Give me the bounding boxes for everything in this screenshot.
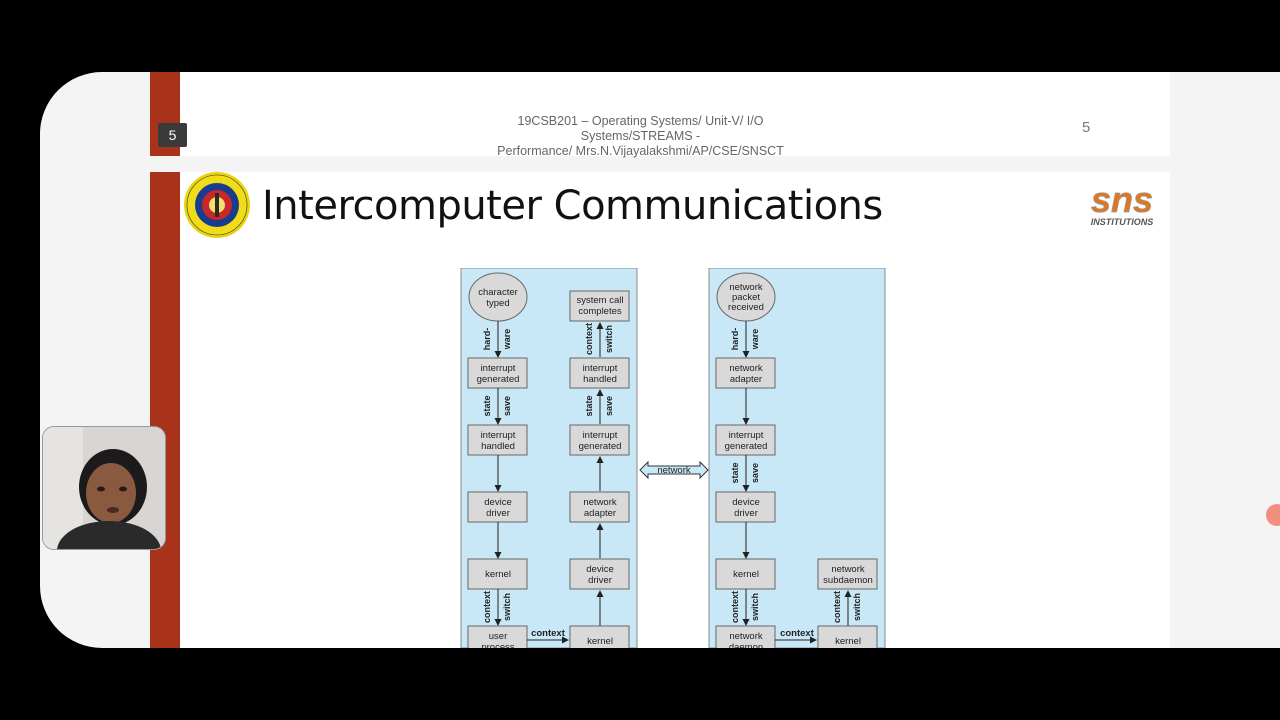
person-icon [43,427,165,549]
box-text: generated [579,441,622,452]
box-text: daemon [729,642,763,648]
start-text-1: character [478,287,518,298]
presenter-webcam-thumbnail[interactable] [42,426,166,550]
kernel-box-right [715,558,776,590]
box-text: adapter [730,374,762,385]
interrupt-handled-box-2 [467,424,528,456]
box-text: kernel [733,569,759,580]
box-text: network [831,564,865,575]
device-driver-box-2 [569,558,630,590]
arrow-label: context [482,591,492,623]
kernel-box-2 [569,625,630,648]
communication-diagram: character typed system call completes ha… [460,268,886,648]
header-line-2: Performance/ Mrs.N.Vijayalakshmi/AP/CSE/… [497,144,784,158]
arrow-label: state [482,395,492,416]
header-text: 19CSB201 – Operating Systems/ Unit-V/ I/… [468,114,813,159]
arrow-label: save [604,396,614,416]
interrupt-handled-box [569,357,630,389]
box-text: device [586,564,613,575]
arrow-label: context [531,628,566,639]
box-text: driver [734,508,758,519]
network-daemon-box [715,625,776,648]
arrow-label: save [502,396,512,416]
box-text: network [729,631,763,642]
box-text: process [481,642,515,648]
arrow-label: switch [604,325,614,353]
start-text: network [729,282,763,293]
box-text: interrupt [583,363,618,374]
box-text: device [732,497,759,508]
start-text-2: typed [486,298,509,309]
logo-subtext: INSTITUTIONS [1091,217,1154,227]
box-text: subdaemon [823,575,873,586]
header-line-1: 19CSB201 – Operating Systems/ Unit-V/ I/… [517,114,764,143]
arrow-label: switch [750,593,760,621]
box-text: network [729,363,763,374]
header-page-number: 5 [1082,119,1091,136]
sns-logo-icon: sns INSTITUTIONS [1091,179,1154,227]
start-text: received [728,302,764,313]
arrow-label: switch [502,593,512,621]
box-text: device [484,497,511,508]
arrow-label: state [584,395,594,416]
arrow-label: context [780,628,815,639]
arrow-label: switch [852,593,862,621]
header-slide [150,72,1170,156]
start-text: packet [732,292,760,303]
box-text: system call [577,295,624,306]
network-adapter-box-right [715,357,776,389]
box-text: kernel [587,636,613,647]
box-text: adapter [584,508,616,519]
kernel-box [467,558,528,590]
system-call-box [569,290,630,322]
floating-button[interactable] [1266,504,1280,526]
box-text: driver [588,575,612,586]
box-text: completes [578,306,622,317]
box-text: handled [481,441,515,452]
box-text: user [489,631,507,642]
box-text: generated [725,441,768,452]
arrow-label: context [584,323,594,355]
box-text: generated [477,374,520,385]
institution-seal-icon [184,172,250,238]
slide-stripe [150,172,180,648]
box-text: handled [583,374,617,385]
main-slide [150,172,1170,648]
arrow-label: save [750,463,760,483]
arrow-label: ware [502,329,512,351]
box-text: driver [486,508,510,519]
box-text: kernel [485,569,511,580]
arrow-label: context [730,591,740,623]
box-text: interrupt [481,363,516,374]
interrupt-generated-box-right [715,424,776,456]
box-text: interrupt [729,430,764,441]
arrow-label: hard- [730,328,740,351]
network-adapter-box [569,491,630,523]
arrow-label: ware [750,329,760,351]
user-process-box [467,625,528,648]
box-text: interrupt [583,430,618,441]
network-arrow [639,460,709,480]
box-text: kernel [835,636,861,647]
box-text: interrupt [481,430,516,441]
interrupt-generated-box-2 [569,424,630,456]
arrow-label: state [730,462,740,483]
slide-title: Intercomputer Communications [262,183,883,229]
network-subdaemon-box [817,558,878,590]
logo-text: sns [1091,179,1153,220]
network-label: network [657,465,691,476]
kernel-box-right-2 [817,625,878,648]
box-text: network [583,497,617,508]
slide-number-badge[interactable]: 5 [158,123,187,147]
arrow-label: hard- [482,328,492,351]
arrow-label: context [832,591,842,623]
